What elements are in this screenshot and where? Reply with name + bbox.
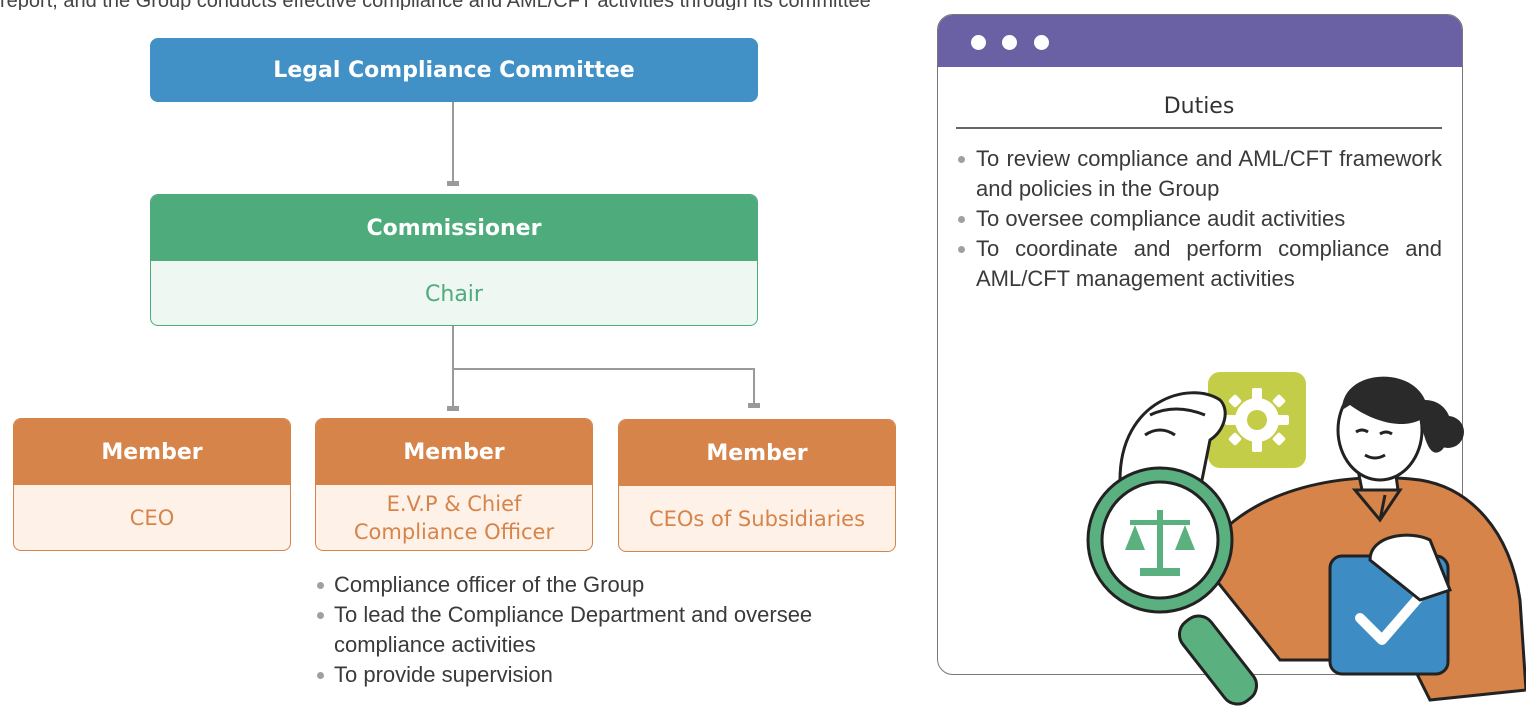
member-position: CEO [129,505,175,530]
member-role: Member [316,419,592,485]
list-item: To provide supervision [316,660,896,690]
intro-text-cropped: report, and the Group conducts effective… [0,0,900,10]
list-item: To coordinate and perform compliance and… [956,234,1442,294]
committee-label: Legal Compliance Committee [273,57,635,83]
scales-icon [1125,510,1195,576]
window-titlebar [938,15,1462,67]
member-box-ceo: Member CEO [13,418,291,551]
connector-tick [447,406,459,411]
member-role: Member [14,419,290,485]
member-box-subsidiaries: Member CEOs of Subsidiaries [618,419,896,552]
committee-box: Legal Compliance Committee [150,38,758,102]
member-position: E.V.P & Chief Compliance Officer [353,491,555,544]
duties-list: To review compliance and AML/CFT framewo… [956,144,1442,294]
list-item: To review compliance and AML/CFT framewo… [956,144,1442,204]
gear-icon [1208,372,1306,468]
commissioner-box: Commissioner Chair [150,194,758,326]
connector-branch [452,368,755,370]
commissioner-position: Chair [425,281,483,307]
connector-right-branch [753,368,755,406]
list-item: Compliance officer of the Group [316,570,896,600]
member-duties-list: Compliance officer of the Group To lead … [316,570,896,690]
connector-committee-commissioner [452,102,454,182]
member-box-cco: Member E.V.P & Chief Compliance Officer [315,418,593,551]
compliance-illustration [1086,372,1526,706]
duties-divider [956,127,1442,129]
list-item: To lead the Compliance Department and ov… [316,600,896,660]
commissioner-role: Commissioner [151,195,757,261]
duties-title: Duties [1163,94,1235,119]
window-dot-icon [971,35,986,50]
list-item: To oversee compliance audit activities [956,204,1442,234]
member-position: CEOs of Subsidiaries [648,506,866,531]
magnifier-icon [1086,466,1259,706]
member-role: Member [619,420,895,486]
connector-tick [447,181,459,186]
connector-commissioner-members [452,326,454,406]
window-dot-icon [1002,35,1017,50]
connector-tick [748,403,760,408]
window-dot-icon [1034,35,1049,50]
